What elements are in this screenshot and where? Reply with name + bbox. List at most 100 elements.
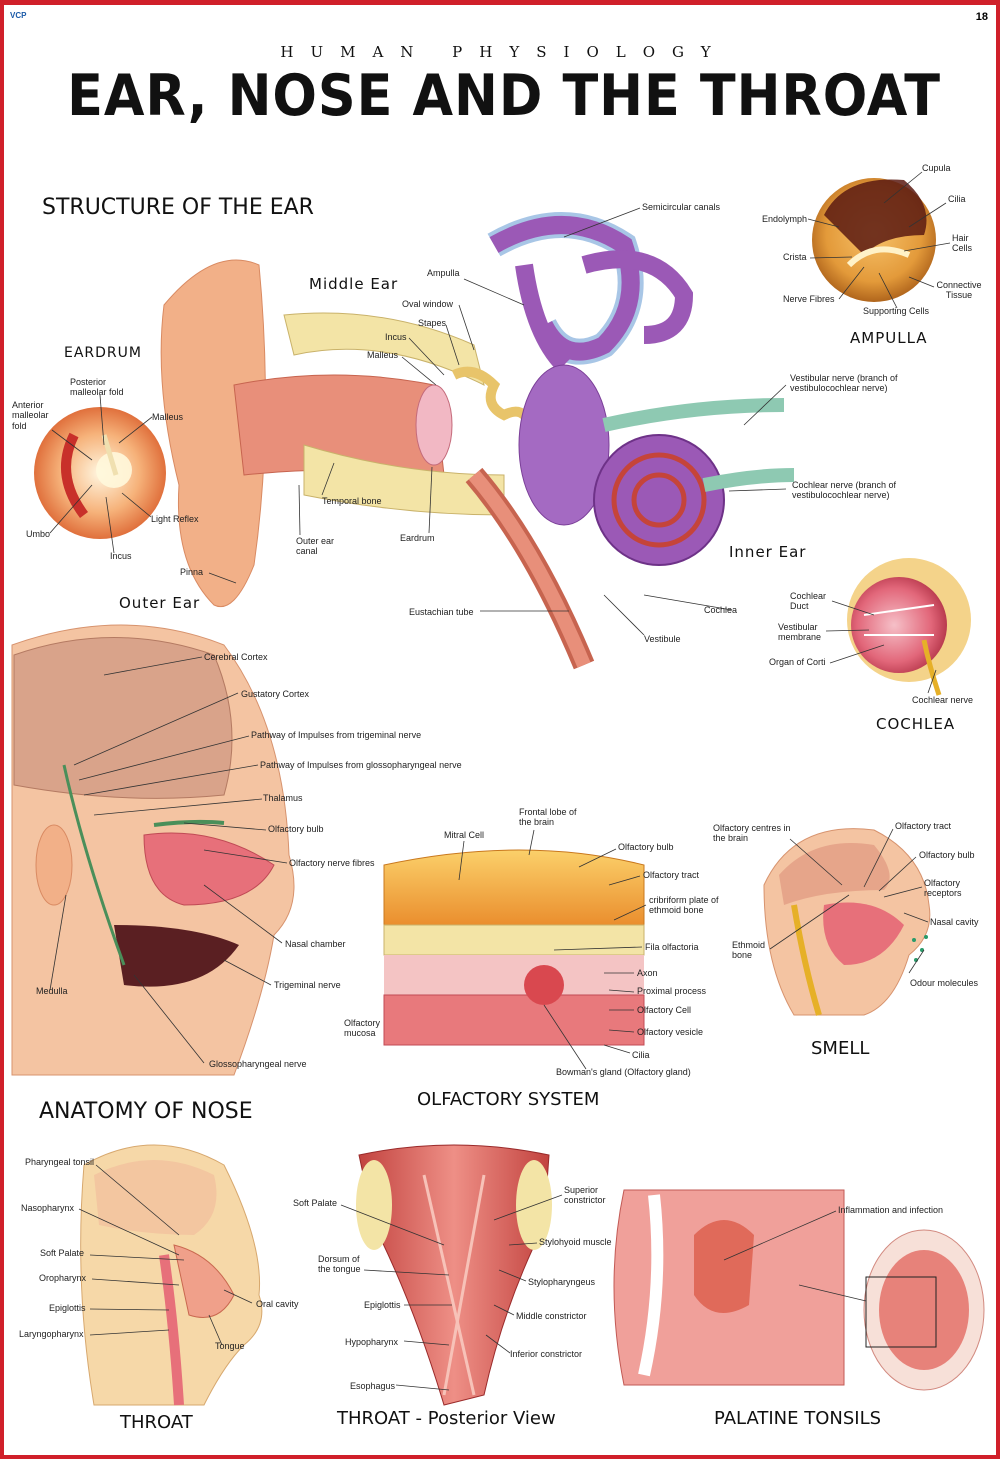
smell-illustration	[763, 828, 931, 1016]
label-ampulla-cilia: Cilia	[948, 194, 966, 204]
label-bowmans-gland: Bowman's gland (Olfactory gland)	[556, 1067, 691, 1077]
label-laryngopharynx: Laryngopharynx	[19, 1329, 84, 1339]
label-organ-of-corti: Organ of Corti	[769, 657, 826, 667]
ampulla-illustration	[812, 178, 936, 302]
label-esophagus: Esophagus	[350, 1381, 396, 1391]
label-cribriform-plate: cribriform plate of ethmoid bone	[649, 895, 719, 916]
label-trigeminal-pathway: Pathway of Impulses from trigeminal nerv…	[251, 730, 422, 740]
label-inferior-constrictor: Inferior constrictor	[510, 1349, 583, 1359]
heading-outer-ear: Outer Ear	[119, 594, 201, 612]
label-smell-olfactory-tract: Olfactory tract	[895, 821, 952, 831]
anatomy-illustrations	[11, 171, 985, 1406]
label-oral-cavity: Oral cavity	[256, 1299, 299, 1309]
label-ear-malleus: Malleus	[367, 350, 399, 360]
label-thalamus: Thalamus	[263, 793, 303, 803]
page-number: 18	[975, 11, 988, 23]
label-vestibular-nerve: Vestibular nerve (branch of vestibulococ…	[790, 373, 898, 394]
label-odour-molecules: Odour molecules	[910, 978, 979, 988]
label-mitral-cell: Mitral Cell	[444, 830, 485, 840]
label-throat-soft-palate: Soft Palate	[40, 1248, 85, 1258]
throat-posterior-illustration	[356, 1144, 552, 1406]
heading-cochlea: COCHLEA	[876, 715, 956, 733]
label-umbo: Umbo	[26, 529, 51, 539]
label-semicircular-canals: Semicircular canals	[642, 202, 721, 212]
label-proximal-process: Proximal process	[637, 986, 707, 996]
label-cochlear-nerve: Cochlear nerve (branch of vestibulocochl…	[792, 480, 897, 501]
label-medulla: Medulla	[36, 986, 68, 996]
label-oropharynx: Oropharynx	[39, 1273, 87, 1283]
label-pinna: Pinna	[180, 567, 204, 577]
heading-palatine-tonsils: PALATINE TONSILS	[714, 1408, 882, 1429]
poster-title: EAR, NOSE AND THE THROAT	[67, 63, 941, 129]
label-ear-cochlea: Cochlea	[704, 605, 738, 615]
heading-throat-posterior: THROAT - Posterior View	[337, 1408, 556, 1429]
label-posterior-malleolar-fold: Posterior malleolar fold	[70, 377, 124, 398]
cochlea-illustration	[847, 558, 971, 696]
throat-illustration	[80, 1144, 263, 1406]
label-nasal-cavity: Nasal cavity	[930, 917, 979, 927]
label-trigeminal-nerve: Trigeminal nerve	[274, 980, 341, 990]
label-smell-olfactory-bulb: Olfactory bulb	[919, 850, 975, 860]
label-stylopharyngeus: Stylopharyngeus	[528, 1277, 596, 1287]
label-olfactory-receptors: Olfactory receptors	[924, 878, 962, 899]
label-post-epiglottis: Epiglottis	[364, 1300, 401, 1310]
heading-anatomy-of-nose: ANATOMY OF NOSE	[39, 1099, 253, 1124]
label-eustachian-tube: Eustachian tube	[409, 607, 474, 617]
label-crista: Crista	[783, 252, 807, 262]
palatine-tonsils-illustration	[613, 1189, 985, 1391]
label-olfactory-cell: Olfactory Cell	[637, 1005, 692, 1015]
label-olf-olfactory-tract: Olfactory tract	[643, 870, 700, 880]
heading-structure-of-ear: STRUCTURE OF THE EAR	[42, 195, 314, 220]
label-olfactory-vesicle: Olfactory vesicle	[637, 1027, 704, 1037]
label-ethmoid-bone: Ethmoid bone	[732, 940, 766, 961]
label-glossopharyngeal-nerve: Glossopharyngeal nerve	[209, 1059, 307, 1069]
label-pharyngeal-tonsil: Pharyngeal tonsil	[25, 1157, 95, 1167]
heading-middle-ear: Middle Ear	[309, 275, 399, 293]
label-nose-olfactory-bulb: Olfactory bulb	[268, 824, 324, 834]
label-anterior-malleolar-fold: Anterior malleolar fold	[12, 400, 49, 431]
label-dorsum-of-tongue: Dorsum of the tongue	[318, 1254, 361, 1275]
label-throat-epiglottis: Epiglottis	[49, 1303, 86, 1313]
label-connective-tissue: Connective Tissue	[936, 280, 982, 301]
ear-cross-section	[160, 212, 795, 670]
label-outer-ear-canal: Outer ear canal	[296, 536, 335, 557]
label-endolymph: Endolymph	[762, 214, 808, 224]
label-light-reflex: Light Reflex	[151, 514, 199, 524]
label-tongue: Tongue	[215, 1341, 245, 1351]
label-middle-constrictor: Middle constrictor	[516, 1311, 587, 1321]
label-cerebral-cortex: Cerebral Cortex	[204, 652, 268, 662]
label-frontal-lobe: Frontal lobe of the brain	[519, 807, 577, 828]
label-hypopharynx: Hypopharynx	[345, 1337, 399, 1347]
label-gustatory-cortex: Gustatory Cortex	[241, 689, 310, 699]
label-nasopharynx: Nasopharynx	[21, 1203, 75, 1213]
label-stapes: Stapes	[418, 318, 447, 328]
poster-supertitle: HUMAN PHYSIOLOGY	[280, 43, 728, 61]
label-ear-ampulla: Ampulla	[427, 268, 460, 278]
heading-eardrum: EARDRUM	[64, 345, 142, 361]
heading-throat: THROAT	[120, 1412, 193, 1433]
label-superior-constrictor: Superior constrictor	[564, 1185, 606, 1206]
label-olfactory-nerve-fibres: Olfactory nerve fibres	[289, 858, 375, 868]
label-eardrum-incus: Incus	[110, 551, 132, 561]
heading-ampulla: AMPULLA	[850, 329, 928, 347]
label-temporal-bone: Temporal bone	[322, 496, 382, 506]
label-ear-incus: Incus	[385, 332, 407, 342]
label-axon: Axon	[637, 968, 658, 978]
label-vestibular-membrane: Vestibular membrane	[778, 622, 822, 643]
heading-inner-ear: Inner Ear	[729, 543, 807, 561]
label-oval-window: Oval window	[402, 299, 454, 309]
label-nasal-chamber: Nasal chamber	[285, 939, 346, 949]
label-olf-cilia: Cilia	[632, 1050, 650, 1060]
label-vestibule: Vestibule	[644, 634, 681, 644]
label-ear-eardrum: Eardrum	[400, 533, 435, 543]
label-olfactory-mucosa: Olfactory mucosa	[344, 1018, 381, 1039]
publisher-logo: VCP	[10, 11, 27, 20]
nose-anatomy-illustration	[11, 624, 295, 1076]
label-post-soft-palate: Soft Palate	[293, 1198, 338, 1208]
leader-lines	[49, 171, 951, 1391]
label-supporting-cells: Supporting Cells	[863, 306, 930, 316]
label-stylohyoid-muscle: Stylohyoid muscle	[539, 1237, 612, 1247]
heading-smell: SMELL	[811, 1038, 870, 1059]
olfactory-system-illustration	[383, 849, 645, 1046]
